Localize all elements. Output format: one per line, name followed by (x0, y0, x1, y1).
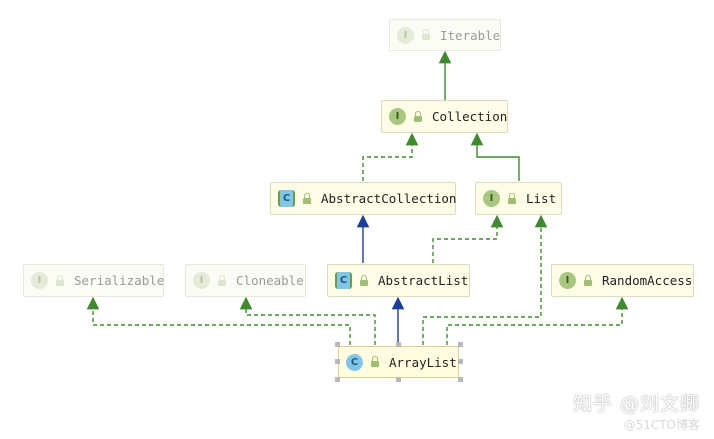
lock-icon (582, 274, 594, 287)
interface-icon: I (397, 26, 414, 44)
lock-icon (301, 192, 313, 205)
watermark-line-2: @51CTO博客 (623, 418, 700, 432)
watermark: 知乎 @刘文卿 @51CTO博客 (573, 389, 700, 433)
interface-icon: I (559, 272, 576, 289)
edge-arraylist-implements-randomaccess (446, 296, 629, 345)
node-label: RandomAccess (602, 273, 693, 288)
node-label: Cloneable (236, 273, 304, 288)
interface-icon: I (31, 272, 48, 289)
edge-arraylist-implements-cloneable (239, 296, 376, 345)
interface-icon: I (193, 272, 210, 289)
class-icon: C (346, 353, 363, 371)
lock-icon (369, 356, 381, 368)
node-label: Collection (432, 109, 508, 124)
edge-arraylist-implements-list (422, 214, 548, 345)
node-label: Serializable (74, 273, 165, 288)
node-cloneable[interactable]: I Cloneable (185, 264, 306, 297)
lock-icon (506, 192, 518, 205)
node-label: AbstractCollection (321, 191, 457, 206)
abstract-class-icon: C (278, 190, 295, 207)
selection-handle[interactable] (458, 377, 463, 382)
selection-handle[interactable] (458, 359, 463, 364)
node-abstractlist[interactable]: C AbstractList (327, 264, 470, 297)
node-collection[interactable]: I Collection (381, 100, 508, 133)
lock-icon (216, 274, 228, 287)
selection-handle[interactable] (396, 377, 401, 382)
node-label: AbstractList (378, 273, 469, 288)
lock-icon (358, 274, 370, 287)
node-label: List (526, 191, 557, 206)
node-iterable[interactable]: I Iterable (389, 19, 501, 51)
lock-icon (54, 274, 66, 287)
abstract-class-icon: C (335, 272, 352, 289)
edge-list-extends-collection (470, 132, 520, 181)
selection-handle[interactable] (396, 342, 401, 347)
node-abstractcollection[interactable]: C AbstractCollection (270, 182, 456, 215)
lock-icon (420, 29, 432, 41)
edge-abstractlist-implements-list (432, 214, 504, 263)
node-list[interactable]: I List (475, 182, 562, 215)
selection-handle[interactable] (335, 377, 340, 382)
node-serializable[interactable]: I Serializable (23, 264, 164, 297)
watermark-line-1: 知乎 @刘文卿 (572, 393, 700, 415)
selection-handle[interactable] (335, 342, 340, 347)
interface-icon: I (389, 108, 406, 125)
edge-arraylist-implements-serializable (86, 296, 351, 345)
node-randomaccess[interactable]: I RandomAccess (551, 264, 694, 297)
node-label: Iterable (440, 27, 501, 43)
lock-icon (412, 110, 424, 123)
selection-handle[interactable] (458, 342, 463, 347)
selection-handle[interactable] (335, 359, 340, 364)
node-arraylist[interactable]: C ArrayList (338, 346, 459, 378)
node-label: ArrayList (389, 354, 457, 370)
edge-abstractcollection-implements-collection (362, 132, 419, 181)
interface-icon: I (483, 190, 500, 207)
